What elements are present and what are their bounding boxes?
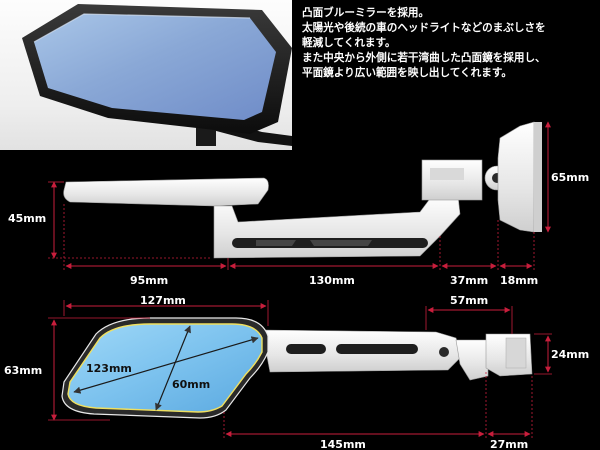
top-view-dimensions: [48, 300, 552, 438]
mirror-photo-icon: [22, 4, 292, 146]
dim-label-clamp-width: 27mm: [490, 438, 528, 450]
description-line: 平面鏡より広い範囲を映し出してくれます。: [302, 67, 512, 79]
description-line: 太陽光や後続の車のヘッドライトなどのまぶしさを: [302, 22, 546, 34]
dim-label-clamp-height: 24mm: [551, 348, 589, 361]
dim-label-mirror-height: 63mm: [4, 364, 42, 377]
dim-label-height-mirror: 45mm: [8, 212, 46, 225]
dim-label-mirror-width: 127mm: [140, 294, 186, 307]
top-view-drawing: [61, 317, 533, 419]
dim-label-width-mirror: 95mm: [130, 274, 168, 287]
dim-label-arm-length: 145mm: [320, 438, 366, 450]
dim-label-height-mount: 65mm: [551, 171, 589, 184]
product-description: 凸面ブルーミラーを採用。 太陽光や後続の車のヘッドライトなどのまぶしさを 軽減し…: [302, 6, 598, 81]
dim-label-width-clamp: 18mm: [500, 274, 538, 287]
description-line: また中央から外側に若干湾曲した凸面鏡を採用し、: [302, 52, 546, 64]
dim-label-diagonal-long: 123mm: [86, 362, 132, 375]
dim-label-arm-offset: 57mm: [450, 294, 488, 307]
side-view-dimensions: [48, 121, 551, 270]
dim-label-width-arm: 130mm: [309, 274, 355, 287]
side-view-drawing: [63, 121, 542, 259]
product-photo: [0, 0, 292, 150]
dim-label-width-joint: 37mm: [450, 274, 488, 287]
dim-label-diagonal-short: 60mm: [172, 378, 210, 391]
description-line: 凸面ブルーミラーを採用。: [302, 7, 430, 19]
description-line: 軽減してくれます。: [302, 37, 396, 49]
